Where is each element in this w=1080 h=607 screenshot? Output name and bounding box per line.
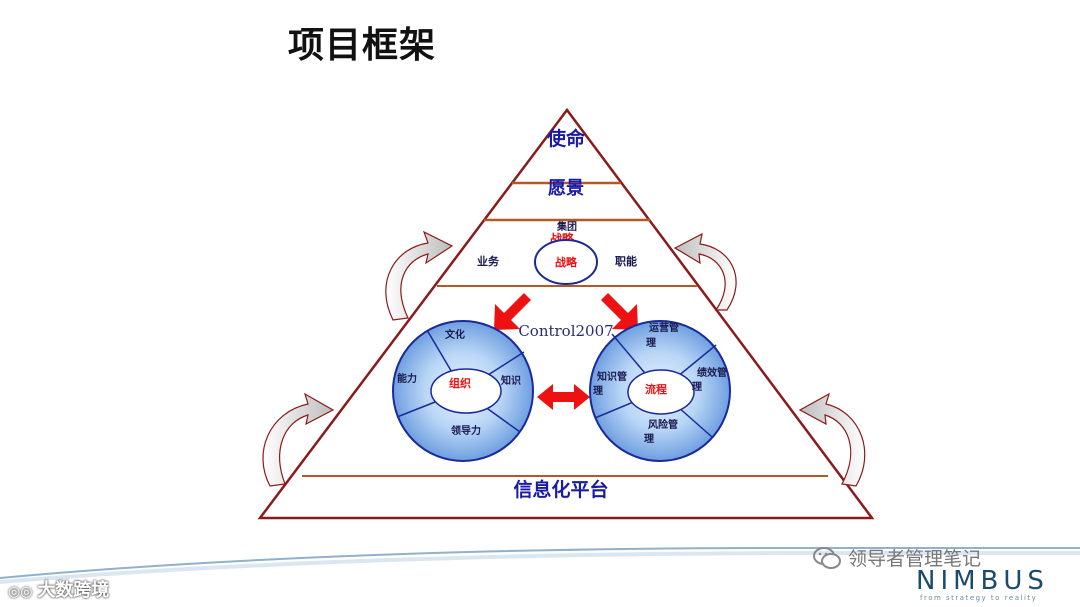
org-leadership-label: 领导力 — [451, 424, 481, 437]
mission-label: 使命 — [546, 127, 586, 150]
process-perf-label-1: 绩效管 — [697, 366, 727, 379]
process-perf-label-2: 理 — [692, 381, 702, 393]
platform-label: 信息化平台 — [513, 478, 608, 501]
watermark-logo-icon: ◎◎ — [8, 584, 38, 600]
process-center-label: 流程 — [645, 382, 667, 396]
strategy-label: 战略 — [555, 255, 578, 269]
group-label: 集团 — [556, 220, 577, 233]
pyramid-outline — [257, 107, 875, 520]
process-km-label-2: 理 — [593, 385, 603, 397]
curved-arrow-lower-right-icon — [798, 392, 866, 487]
org-culture-label: 文化 — [445, 328, 465, 341]
nimbus-logo: NIMBUS — [916, 566, 1049, 596]
platform-watermark: ◎◎ 大数跨境 — [8, 580, 110, 601]
org-circle — [392, 320, 534, 462]
arrow-strategy-to-process — [601, 290, 638, 330]
org-center-label: 组织 — [449, 376, 471, 390]
page-title: 项目框架 — [288, 25, 437, 66]
curved-arrow-upper-left-icon — [385, 230, 454, 321]
process-risk-label-2: 理 — [644, 433, 654, 445]
function-label: 职能 — [615, 254, 637, 268]
wechat-account-name: 领导者管理笔记 — [848, 548, 982, 570]
wechat-account: 领导者管理笔记 — [812, 544, 981, 571]
org-capability-label: 能力 — [397, 372, 417, 385]
footer-curve-shadow — [0, 551, 1080, 584]
nimbus-tagline: from strategy to reality — [920, 594, 1038, 602]
process-risk-label-1: 风险管 — [648, 418, 678, 431]
strategy-ellipse — [534, 239, 598, 285]
arrow-org-process — [537, 384, 590, 410]
footer-curve — [0, 547, 1080, 579]
process-km-label-1: 知识管 — [596, 370, 627, 383]
curved-arrow-lower-left-icon — [262, 392, 335, 487]
process-circle — [589, 320, 731, 462]
business-label: 业务 — [477, 254, 500, 268]
process-ops-label-2: 理 — [646, 337, 656, 349]
curved-arrow-upper-right-icon — [673, 232, 737, 311]
control-watermark: Control2007 — [518, 322, 613, 340]
process-ops-label-1: 运营管 — [649, 321, 679, 334]
vision-label: 愿景 — [548, 178, 584, 199]
wechat-icon — [813, 546, 841, 569]
org-knowledge-label: 知识 — [500, 374, 521, 387]
arrow-strategy-to-org — [494, 290, 531, 330]
